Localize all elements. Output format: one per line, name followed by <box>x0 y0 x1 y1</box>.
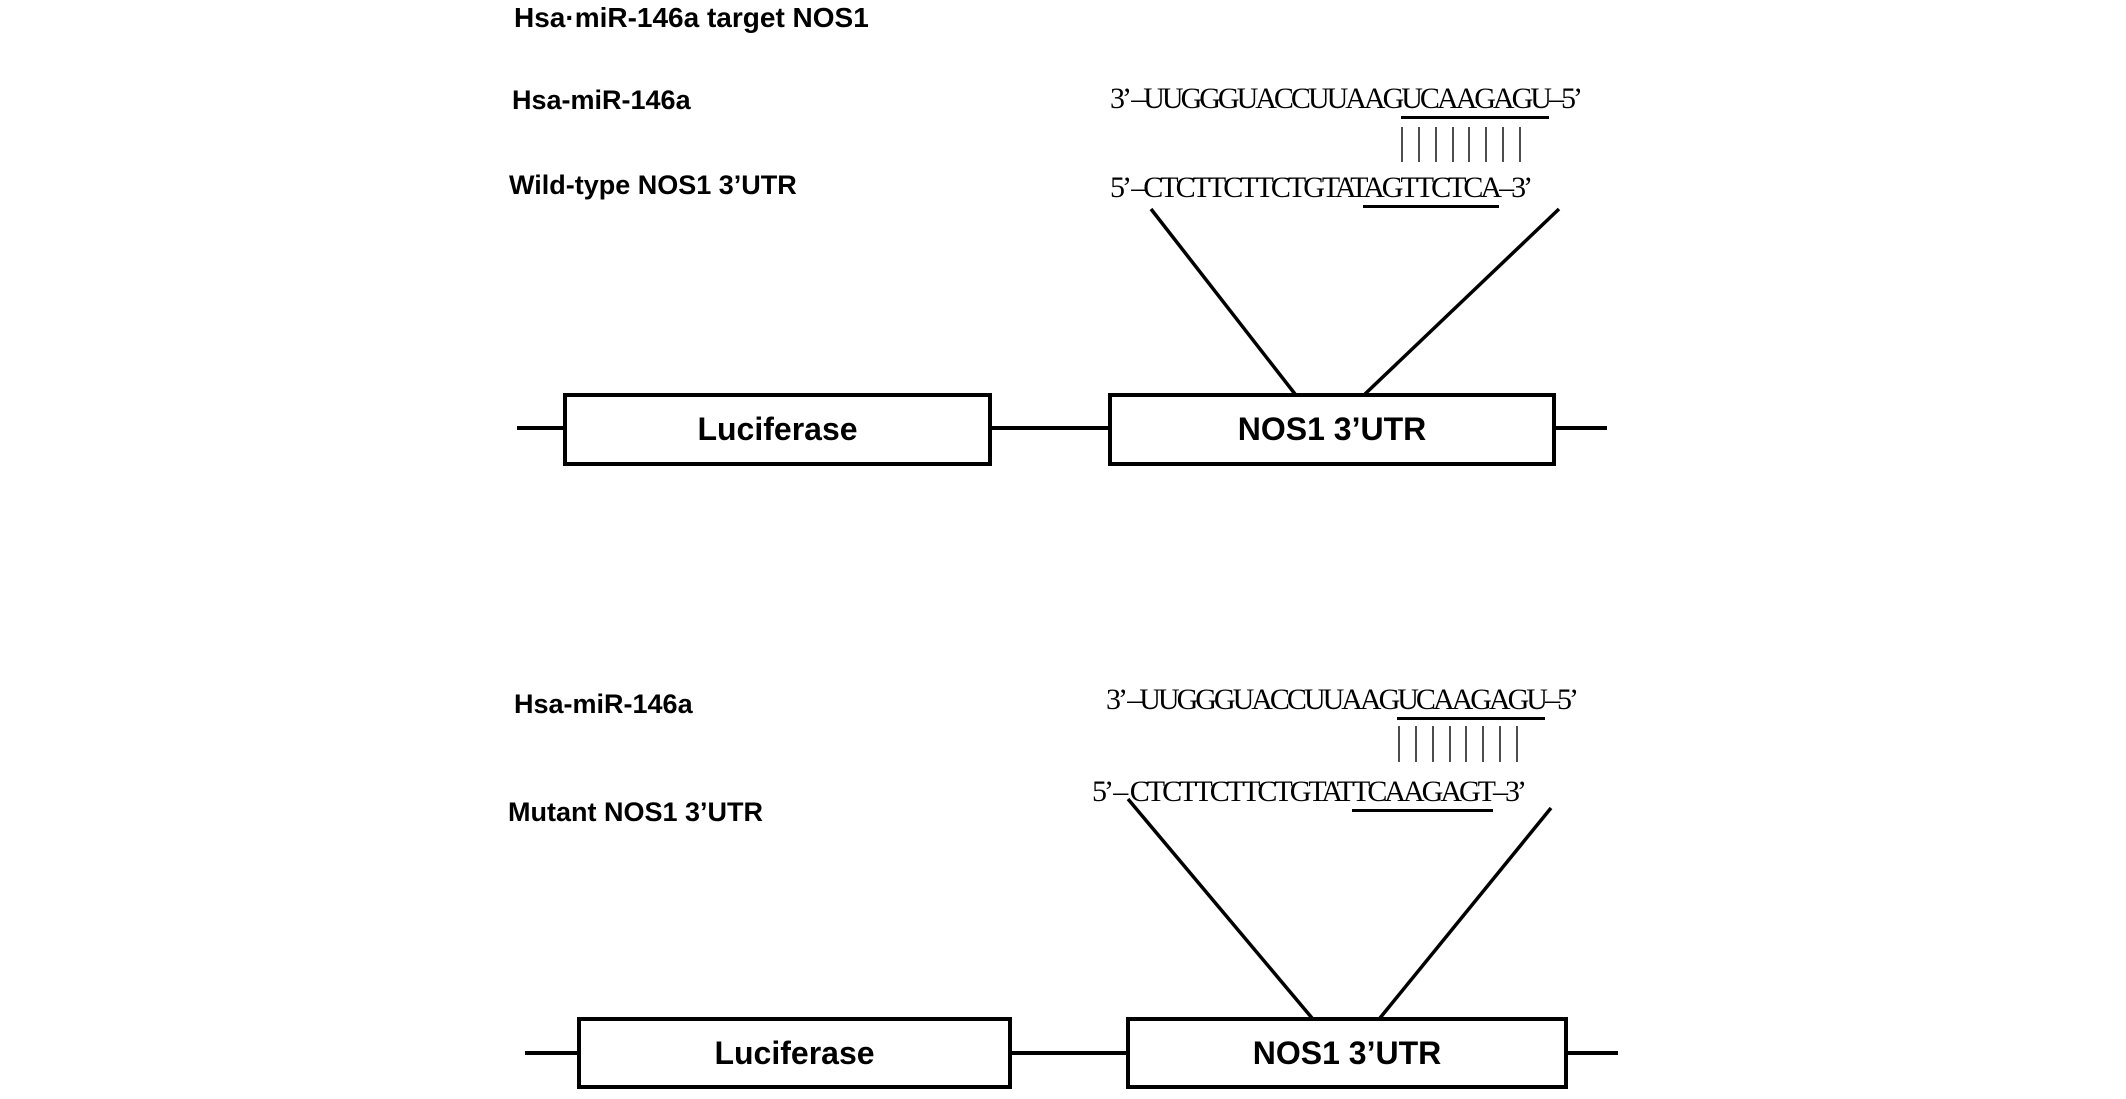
mirna-sequence-prefix: 3’ –UUGGGUACCUUAAG <box>1110 82 1404 115</box>
pairing-bar <box>1417 127 1420 162</box>
utr-target-site: TCAAGAGT <box>1352 775 1496 812</box>
pairing-bar <box>1485 127 1488 162</box>
pairing-bar <box>1515 726 1518 762</box>
target-site-line-right-wildtype <box>1363 207 1561 396</box>
backbone-line-left <box>517 426 565 430</box>
nos1-3utr-box: NOS1 3’UTR <box>1108 393 1556 466</box>
backbone-line-middle <box>992 426 1108 430</box>
nos1-3utr-box: NOS1 3’UTR <box>1126 1017 1568 1089</box>
utr-sequence: 5’ – CTCTTCTTCTGTATTCAAGAGT–3’ <box>1092 775 1527 812</box>
utr-sequence: 5’ –CTCTTCTTCTGTATAGTTCTCA–3’ <box>1110 171 1533 208</box>
pairing-bar <box>1518 127 1521 162</box>
base-pairing-bars <box>1398 726 1518 762</box>
utr-sequence-suffix: –3’ <box>1499 171 1533 204</box>
pairing-bar <box>1401 127 1403 162</box>
mirna-sequence: 3’ –UUGGGUACCUUAAGUCAAGAGU–5’ <box>1106 683 1579 720</box>
luciferase-box-label: Luciferase <box>714 1034 875 1071</box>
utr-label: Mutant NOS1 3’UTR <box>508 797 764 827</box>
target-site-line-left-wildtype <box>1149 207 1297 396</box>
pairing-bar <box>1468 127 1471 162</box>
pairing-bar <box>1465 726 1468 762</box>
pairing-bar <box>1482 726 1485 762</box>
luciferase-box: Luciferase <box>563 393 992 466</box>
pairing-bar <box>1499 726 1502 762</box>
luciferase-box: Luciferase <box>577 1017 1012 1089</box>
pairing-bar <box>1448 726 1451 762</box>
base-pairing-bars <box>1401 127 1521 162</box>
nos1-3utr-box-label: NOS1 3’UTR <box>1252 1034 1442 1071</box>
figure-title: Hsa·miR-146a target NOS1 <box>514 2 869 33</box>
pairing-bar <box>1502 127 1505 162</box>
utr-sequence-prefix: 5’ – CTCTTCTTCTGTAT <box>1092 775 1355 808</box>
mirna-sequence-prefix: 3’ –UUGGGUACCUUAAG <box>1106 683 1400 716</box>
pairing-bar <box>1398 726 1400 762</box>
pairing-bar <box>1434 127 1437 162</box>
target-site-line-left-mutant <box>1126 797 1314 1020</box>
nos1-3utr-box-label: NOS1 3’UTR <box>1237 411 1427 447</box>
mirna-sequence: 3’ –UUGGGUACCUUAAGUCAAGAGU–5’ <box>1110 82 1583 119</box>
mirna-sequence-suffix: –5’ <box>1544 683 1579 716</box>
pairing-bar <box>1414 726 1417 762</box>
backbone-line-right <box>1556 426 1607 430</box>
pairing-bar <box>1431 726 1434 762</box>
utr-sequence-suffix: –3’ <box>1493 775 1527 808</box>
luciferase-box-label: Luciferase <box>697 411 858 447</box>
utr-target-site: AGTTCTCA <box>1363 171 1502 208</box>
target-site-line-right-mutant <box>1378 806 1553 1020</box>
mirna-seed-sequence: UCAAGAGU <box>1401 82 1552 119</box>
utr-label: Wild-type NOS1 3’UTR <box>509 170 797 200</box>
mirna-label: Hsa-miR-146a <box>512 85 691 115</box>
backbone-line-middle <box>1012 1051 1126 1055</box>
mirna-label: Hsa-miR-146a <box>514 689 693 719</box>
backbone-line-right <box>1568 1051 1618 1055</box>
utr-sequence-prefix: 5’ –CTCTTCTTCTGTAT <box>1110 171 1366 204</box>
backbone-line-left <box>525 1051 577 1055</box>
pairing-bar <box>1451 127 1454 162</box>
mirna-sequence-suffix: –5’ <box>1548 82 1583 115</box>
mirna-seed-sequence: UCAAGAGU <box>1397 683 1548 720</box>
